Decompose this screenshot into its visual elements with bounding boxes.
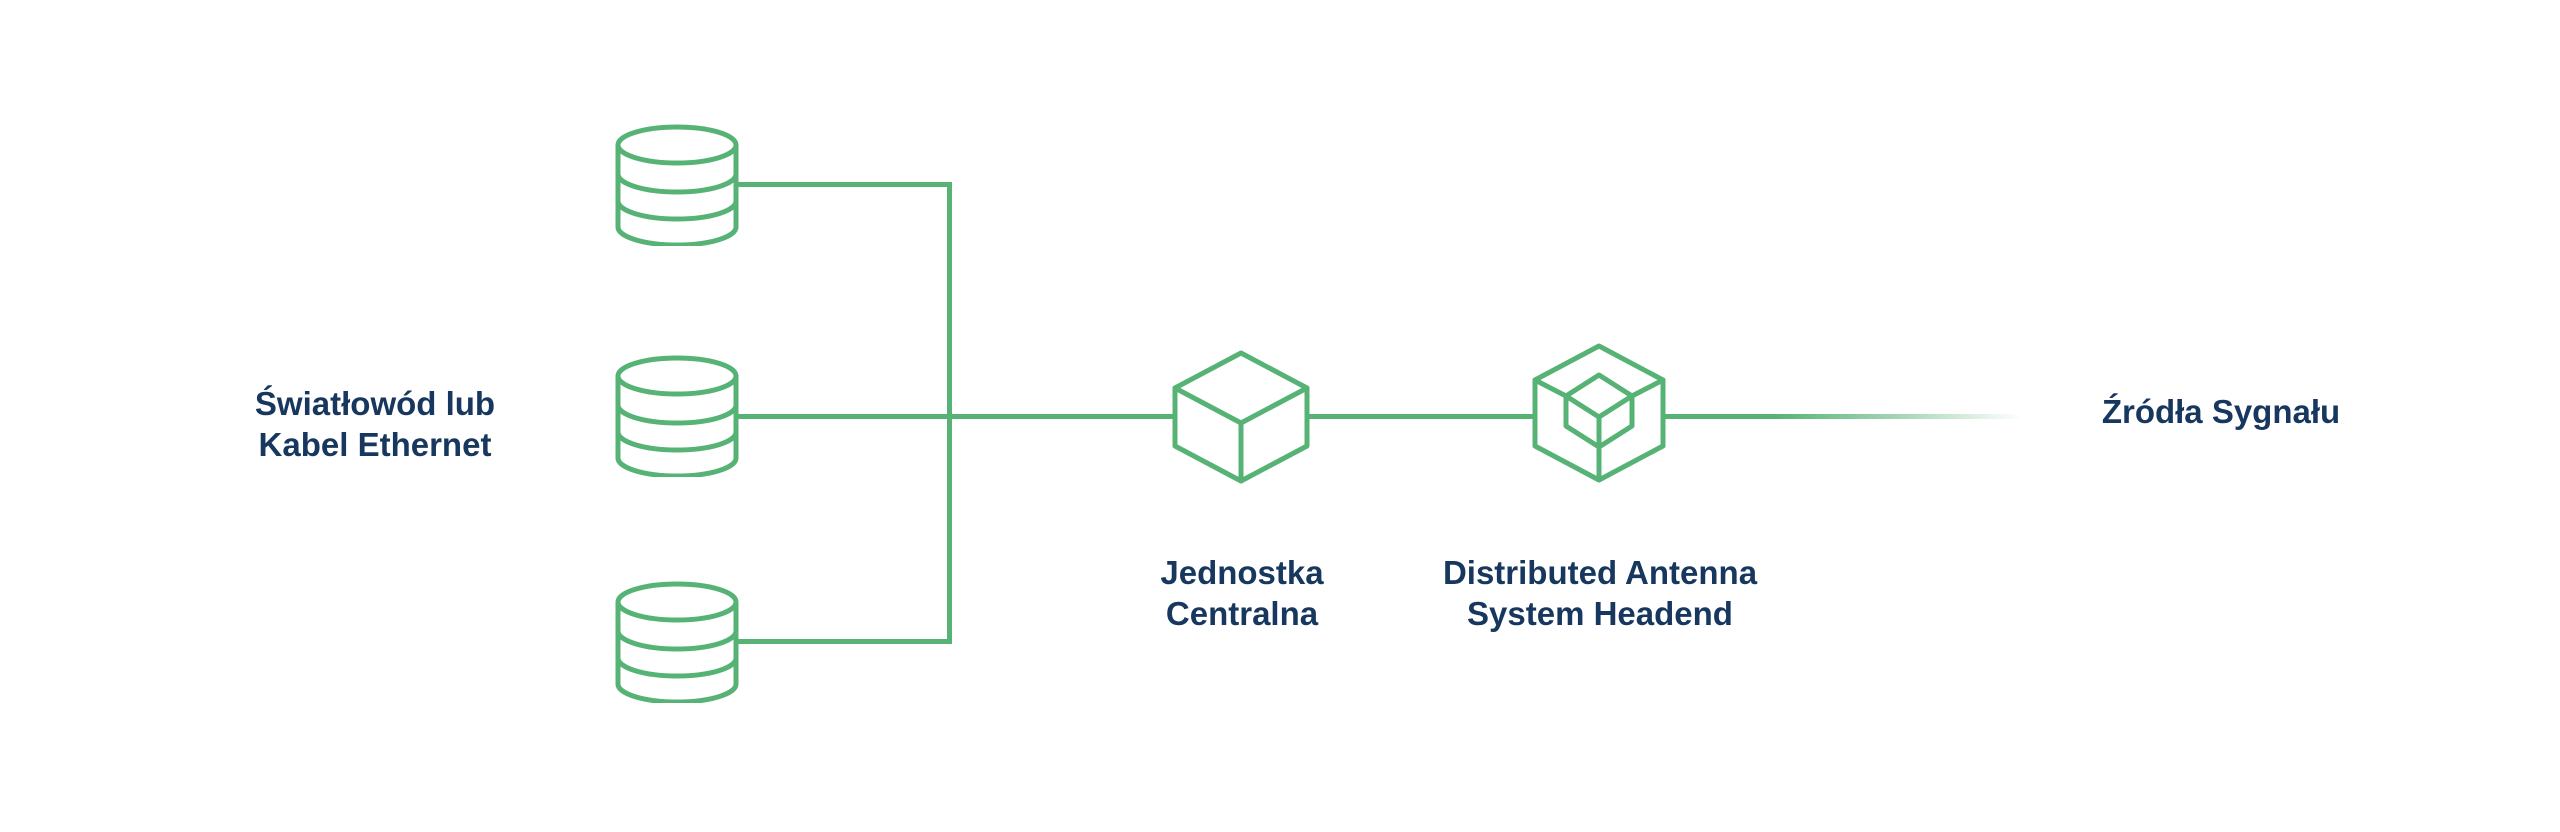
central-unit-label-line1: Jednostka [1160, 554, 1324, 591]
connector-central-unit-to-das [1305, 414, 1537, 419]
connector-bottom-horizontal [735, 639, 952, 644]
connector-top-horizontal [735, 182, 952, 187]
connector-middle-to-central-unit [735, 414, 1176, 419]
database-icon-top [615, 124, 739, 246]
left-endpoint-label-line2: Kabel Ethernet [258, 426, 492, 463]
das-headend-nested-cube-icon [1532, 343, 1666, 483]
database-icon-middle [615, 355, 739, 477]
central-unit-cube-icon [1172, 350, 1310, 484]
connector-das-to-signal-sources [1661, 414, 2041, 419]
database-icon-bottom [615, 581, 739, 703]
central-unit-label: Jednostka Centralna [1092, 552, 1392, 634]
das-headend-label-line2: System Headend [1467, 595, 1733, 632]
das-headend-label: Distributed Antenna System Headend [1400, 552, 1800, 634]
left-endpoint-label: Światłowód lub Kabel Ethernet [175, 383, 575, 465]
signal-sources-label: Źródła Sygnału [2101, 393, 2341, 430]
central-unit-label-line2: Centralna [1165, 595, 1319, 632]
left-endpoint-label-line1: Światłowód lub [254, 385, 496, 422]
connector-vertical-bus [947, 182, 952, 644]
das-headend-label-line1: Distributed Antenna [1442, 554, 1758, 591]
